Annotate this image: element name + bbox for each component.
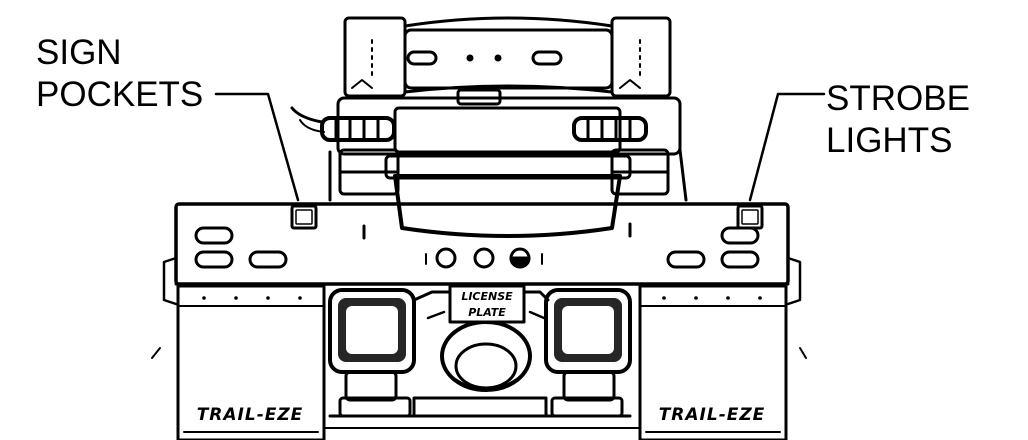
tail-lamp-left-lower [194, 250, 234, 269]
mudflap-right [638, 284, 807, 440]
strobe-light-right-upper [720, 226, 760, 245]
strobe-light-mount [736, 204, 764, 230]
upper-slot-left [406, 50, 438, 66]
sign-pockets-label-line2: POCKETS [36, 75, 204, 114]
mudflap-left-brand: TRAIL-EZE [197, 405, 304, 425]
strobe-lights-label-line1: STROBE [826, 79, 970, 118]
upper-slot-right [531, 50, 563, 66]
marker-lamp-left [248, 250, 288, 269]
air-bag-right [544, 288, 632, 418]
id-lamp-1 [435, 247, 457, 269]
id-lamp-2 [473, 247, 495, 269]
mudflap-right-brand: TRAIL-EZE [659, 405, 766, 425]
rear-bumper [162, 202, 802, 306]
license-plate [448, 284, 526, 324]
license-plate-line1: LICENSE [461, 290, 513, 303]
strobe-lights-leader [748, 92, 826, 202]
mudflap-left [151, 284, 326, 440]
marker-lamp-right [666, 250, 706, 269]
tail-lamp-left-upper [194, 226, 234, 245]
sign-pockets-leader [214, 92, 300, 202]
sign-pocket-left [290, 204, 318, 230]
air-bag-left [328, 288, 416, 418]
strobe-lights-label-line2: LIGHTS [826, 121, 953, 160]
sign-pockets-label-line1: SIGN [36, 33, 122, 72]
sign-pockets-label: SIGN POCKETS [36, 32, 203, 116]
mid-frame [290, 96, 688, 238]
tail-lamp-right-lower [720, 250, 760, 269]
license-plate-line2: PLATE [468, 306, 506, 319]
upper-structure [343, 16, 672, 106]
strobe-lights-label: STROBE LIGHTS [826, 78, 970, 162]
